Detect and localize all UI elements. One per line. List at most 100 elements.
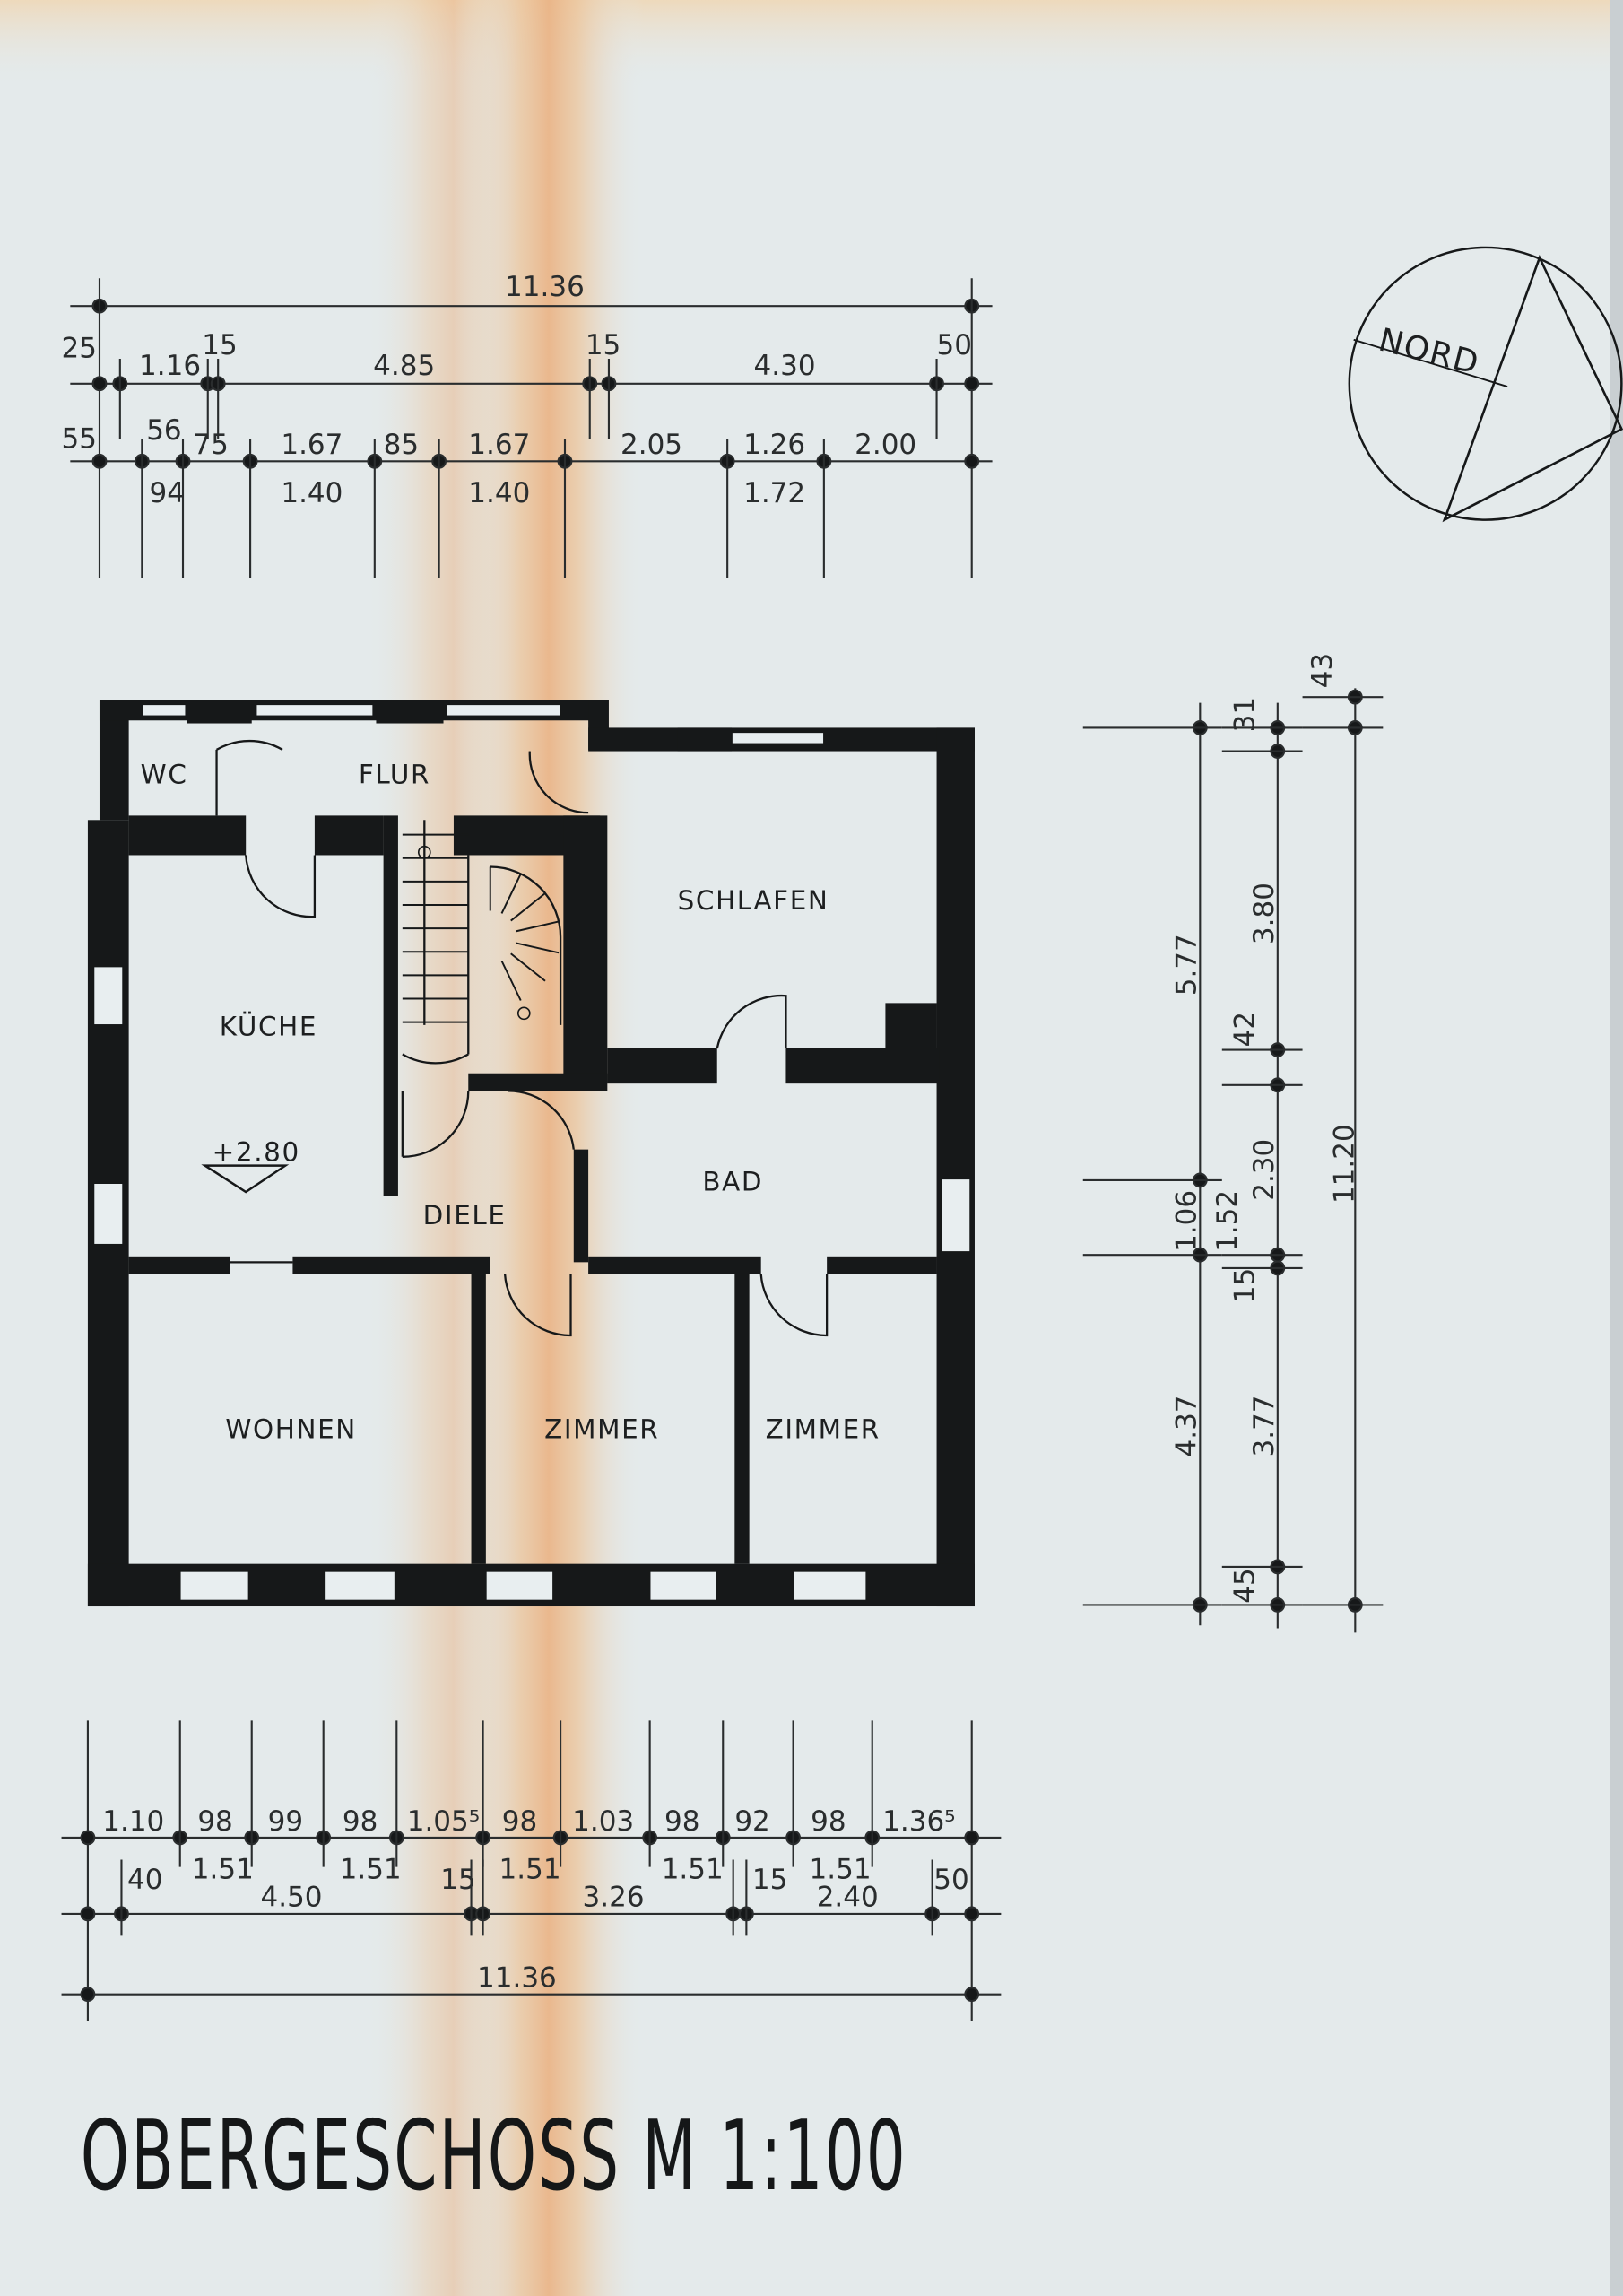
dimension-label: 50 — [933, 1864, 968, 1896]
wall — [785, 1048, 940, 1084]
window — [324, 1570, 396, 1602]
dimension-label: 1.05⁵ — [407, 1805, 480, 1838]
wall — [936, 727, 975, 1607]
dimension-label: 15 — [440, 1864, 475, 1896]
dimension-label: 1.72 — [743, 477, 805, 509]
dimension-label: 3.26 — [583, 1882, 645, 1914]
wall — [734, 1274, 750, 1564]
wall — [563, 815, 608, 1084]
window — [792, 1570, 868, 1602]
dimension-label: 1.36⁵ — [882, 1805, 955, 1838]
dimension-label: 25 — [62, 332, 97, 364]
window — [940, 1178, 971, 1253]
wall — [383, 815, 398, 1196]
dimension-label: 15 — [752, 1864, 787, 1896]
dimension-label: 1.06 — [1170, 1190, 1202, 1252]
dimension-label: 40 — [127, 1864, 162, 1896]
window — [731, 731, 825, 745]
wall — [128, 1256, 230, 1274]
dimension-dot — [80, 1906, 96, 1922]
dimension-label: 75 — [193, 429, 228, 461]
dimension-label: 1.40 — [281, 477, 343, 509]
dimension-label: 2.05 — [621, 429, 682, 461]
door-swing — [245, 855, 317, 918]
door-swing — [716, 994, 787, 1049]
room-label-kueche: KÜCHE — [220, 1009, 317, 1041]
dimension-dot — [91, 376, 108, 392]
wall — [885, 1003, 937, 1048]
dimension-dot — [964, 1906, 980, 1922]
dimension-label: 99 — [268, 1805, 303, 1838]
dimension-label: 45 — [1229, 1568, 1262, 1603]
dimension-dot — [80, 1987, 96, 2003]
dimension-label: 1.67 — [468, 429, 530, 461]
window — [141, 703, 187, 718]
room-label-wohnen: WOHNEN — [225, 1413, 357, 1444]
floor-plan — [87, 700, 975, 1607]
dimension-label: 4.30 — [754, 350, 816, 382]
dimension-label: 4.50 — [261, 1882, 323, 1914]
wall — [573, 1149, 589, 1263]
door-swing — [401, 1091, 470, 1158]
dimension-label: 2.30 — [1248, 1139, 1280, 1201]
dimension-label: 2.00 — [855, 429, 916, 461]
north-arrow-icon — [1442, 254, 1623, 523]
window — [648, 1570, 718, 1602]
door-swing — [759, 1274, 829, 1337]
stair-step — [500, 960, 522, 1001]
dimension-label: 2.40 — [817, 1882, 879, 1914]
dimension-label: 1.52 — [1211, 1190, 1244, 1252]
wall — [677, 727, 733, 752]
dimension-label: 4.85 — [373, 350, 435, 382]
dimension-label: 55 — [62, 423, 97, 456]
dimension-label: 5.77 — [1170, 934, 1202, 996]
dimension-label: 1.51 — [340, 1854, 402, 1886]
window — [92, 965, 124, 1026]
dimension-label: 3.80 — [1248, 883, 1280, 944]
dimension-label: 92 — [734, 1805, 769, 1838]
room-label-schlafen: SCHLAFEN — [678, 885, 829, 916]
stair-step — [510, 892, 546, 922]
stair-end-marker — [516, 1006, 531, 1021]
dimension-label: 15 — [1229, 1268, 1262, 1303]
room-label-zimmer: ZIMMER — [766, 1413, 881, 1444]
dimension-dot — [964, 1830, 980, 1846]
dimension-label: 1.51 — [662, 1854, 724, 1886]
wall — [588, 1256, 761, 1274]
wall — [471, 1274, 486, 1564]
dimension-label: 56 — [146, 414, 181, 447]
level-marker: +2.80 — [213, 1137, 300, 1168]
stair-step — [510, 952, 546, 982]
dimension-label: 50 — [937, 329, 972, 361]
window — [255, 703, 375, 718]
dimension-label: 31 — [1229, 697, 1262, 732]
level-triangle-icon — [201, 1164, 290, 1194]
wall — [187, 700, 252, 724]
stair-step — [516, 920, 560, 933]
door-swing — [503, 1274, 572, 1337]
drawing-title: OBERGESCHOSS M 1:100 — [81, 2100, 907, 2213]
wall — [827, 1256, 937, 1274]
dimension-label: 98 — [664, 1805, 699, 1838]
dimension-label: 98 — [502, 1805, 537, 1838]
dimension-dot — [964, 1987, 980, 2003]
stair-start-marker — [417, 845, 431, 859]
dimension-label: 3.77 — [1248, 1395, 1280, 1457]
dimension-label: 85 — [384, 429, 419, 461]
dimension-label: 1.40 — [468, 477, 530, 509]
stair-step — [500, 873, 522, 914]
room-label-flur: FLUR — [359, 759, 430, 789]
dimension-lines — [61, 278, 1384, 2022]
dimension-label: 43 — [1306, 653, 1339, 688]
window — [178, 1570, 250, 1602]
dimension-label: 98 — [811, 1805, 846, 1838]
wall — [292, 1256, 490, 1274]
wall — [128, 815, 247, 856]
wall — [376, 700, 444, 724]
dimension-label: 1.51 — [810, 1854, 872, 1886]
wall — [468, 1073, 608, 1091]
dimension-label: 15 — [202, 329, 237, 361]
room-label-diele: DIELE — [423, 1200, 507, 1231]
